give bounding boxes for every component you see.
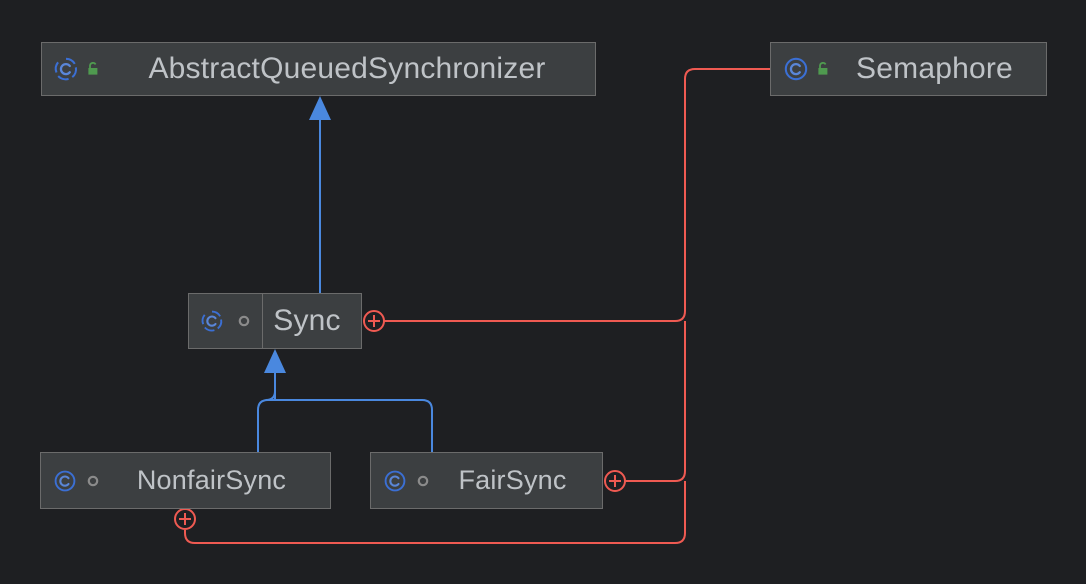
node-icon-group	[200, 309, 262, 333]
connector-nonfairsync-plus-icon[interactable]	[174, 508, 196, 530]
class-node-fair-sync[interactable]: FairSync	[370, 452, 603, 509]
node-icon-group	[383, 469, 429, 493]
class-name-label: AbstractQueuedSynchronizer	[148, 52, 546, 85]
connector-sync-plus-icon[interactable]	[363, 310, 385, 332]
node-icon-group	[53, 469, 99, 493]
class-icon	[783, 56, 809, 82]
edge-subclasses-extend-sync	[257, 349, 433, 452]
class-name-label: FairSync	[458, 465, 567, 495]
package-private-dot-icon	[238, 315, 250, 327]
class-node-semaphore[interactable]: Semaphore	[770, 42, 1047, 96]
package-private-dot-icon	[417, 475, 429, 487]
edge-sync-association-semaphore	[384, 68, 770, 322]
node-divider	[262, 294, 263, 348]
public-unlocked-icon	[815, 61, 831, 77]
package-private-dot-icon	[87, 475, 99, 487]
connector-fairsync-plus-icon[interactable]	[604, 470, 626, 492]
abstract-class-icon	[53, 56, 79, 82]
public-unlocked-icon	[85, 61, 101, 77]
class-icon	[53, 469, 77, 493]
node-icon-group	[783, 56, 831, 82]
class-name-label: Sync	[273, 304, 341, 337]
class-node-sync[interactable]: Sync	[188, 293, 362, 349]
abstract-class-icon	[200, 309, 224, 333]
class-node-abstract-queued-synchronizer[interactable]: AbstractQueuedSynchronizer	[41, 42, 596, 96]
node-icon-group	[53, 56, 101, 82]
edge-sync-extends-aqs	[309, 96, 331, 293]
class-name-label: NonfairSync	[136, 465, 287, 495]
class-node-nonfair-sync[interactable]: NonfairSync	[40, 452, 331, 509]
edge-fairsync-association-semaphore	[625, 321, 686, 482]
class-icon	[383, 469, 407, 493]
class-name-label: Semaphore	[856, 52, 1013, 85]
